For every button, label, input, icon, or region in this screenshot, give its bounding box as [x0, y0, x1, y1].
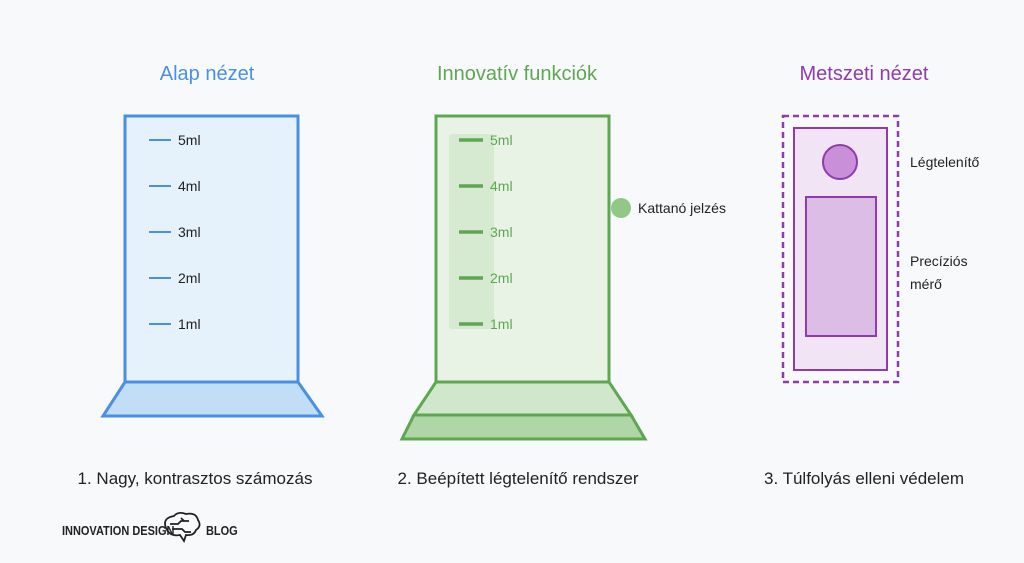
- scale-label: 4ml: [490, 178, 513, 194]
- cylinder-base-upper: [411, 380, 634, 417]
- caption-1: 1. Nagy, kontrasztos számozás: [78, 469, 313, 488]
- scale-label: 3ml: [490, 224, 513, 240]
- click-indicator-label: Kattanó jelzés: [638, 200, 726, 216]
- click-indicator-dot: [611, 198, 631, 218]
- blog-logo: INNOVATION DESIGN BLOG: [62, 511, 238, 544]
- scale-label: 2ml: [490, 270, 513, 286]
- section-view: Légtelenítő Precíziós mérő: [781, 114, 979, 384]
- logo-text-left: INNOVATION DESIGN: [62, 523, 174, 538]
- vent-label: Légtelenítő: [910, 154, 979, 170]
- precision-label-line1: Precíziós: [910, 253, 968, 269]
- title-section-view: Metszeti nézet: [800, 63, 929, 85]
- caption-3: 3. Túlfolyás elleni védelem: [764, 469, 964, 488]
- scale-label: 4ml: [178, 178, 201, 194]
- cylinder-base: [100, 380, 325, 418]
- scale-label: 1ml: [490, 316, 513, 332]
- scale-label: 5ml: [178, 132, 201, 148]
- scale-label: 5ml: [490, 132, 513, 148]
- caption-2: 2. Beépített légtelenítő rendszer: [398, 469, 639, 488]
- vent-valve: [822, 144, 858, 180]
- title-basic-view: Alap nézet: [160, 63, 255, 85]
- title-innovative-features: Innovatív funkciók: [437, 63, 598, 85]
- cylinder-body: [123, 114, 300, 384]
- precision-label-line2: mérő: [910, 276, 942, 292]
- scale-label: 1ml: [178, 316, 201, 332]
- precision-chamber: [805, 196, 877, 337]
- basic-measuring-cylinder: 5ml 4ml 3ml 2ml 1ml: [100, 114, 325, 418]
- innovative-measuring-cylinder: 5ml 4ml 3ml 2ml 1ml Kattanó jelzés: [399, 114, 726, 441]
- brain-icon: [164, 511, 201, 544]
- logo-text-right: BLOG: [206, 523, 238, 538]
- scale-label: 2ml: [178, 270, 201, 286]
- cylinder-base-lower: [399, 413, 648, 441]
- scale-label: 3ml: [178, 224, 201, 240]
